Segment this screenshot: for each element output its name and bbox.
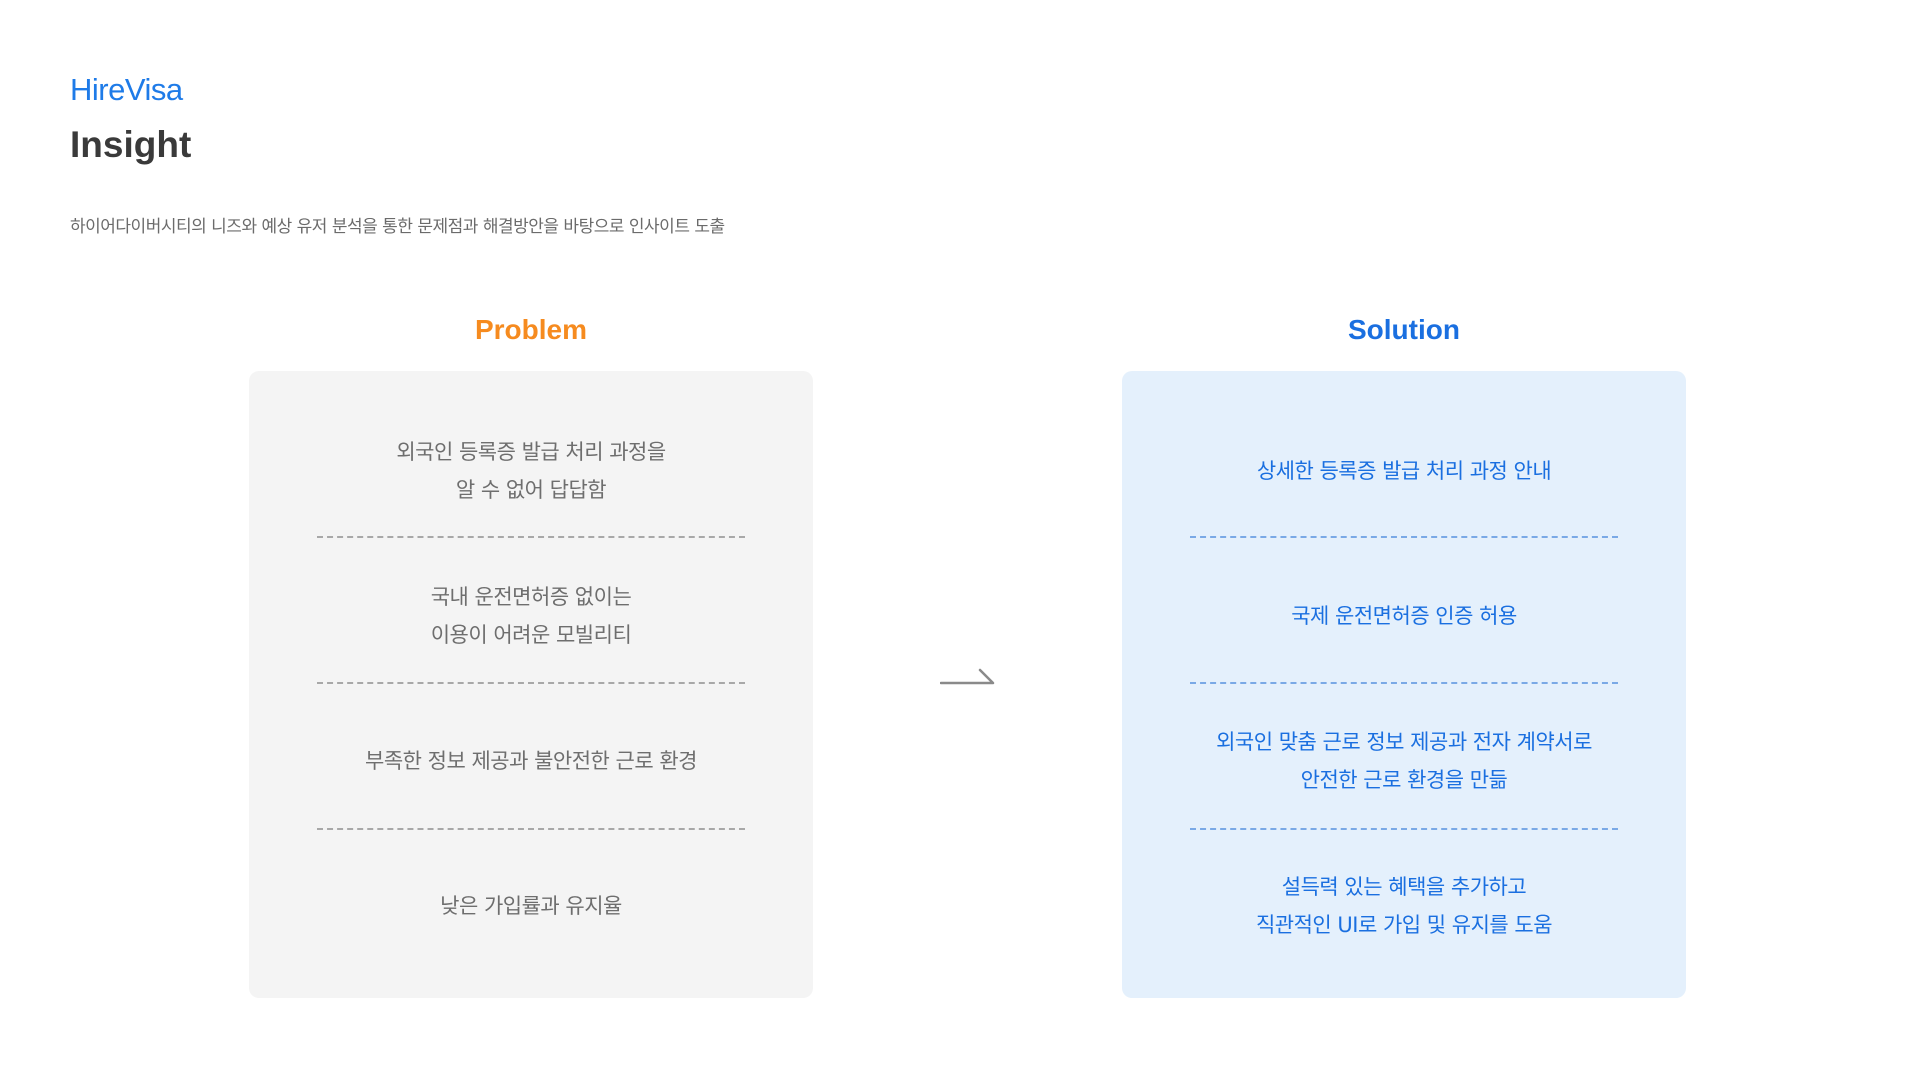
divider (317, 536, 745, 538)
problem-item-text: 낮은 가입률과 유지율 (440, 894, 622, 918)
solution-item-text: 국제 운전면허증 인증 허용 (1291, 604, 1517, 628)
problem-item-registration: 외국인 등록증 발급 처리 과정을 알 수 없어 답답함 (249, 411, 813, 531)
divider (317, 828, 745, 830)
page-subtitle: 하이어다이버시티의 니즈와 예상 유저 분석을 통한 문제점과 해결방안을 바탕… (70, 217, 725, 237)
solution-item-work-info: 외국인 맞춤 근로 정보 제공과 전자 계약서로 안전한 근로 환경을 만듦 (1122, 701, 1686, 821)
solution-item-benefits: 설득력 있는 혜택을 추가하고 직관적인 UI로 가입 및 유지를 도움 (1122, 846, 1686, 966)
solution-item-registration: 상세한 등록증 발급 처리 과정 안내 (1122, 411, 1686, 531)
problem-item-mobility: 국내 운전면허증 없이는 이용이 어려운 모빌리티 (249, 556, 813, 676)
solution-item-text: 외국인 맞춤 근로 정보 제공과 전자 계약서로 (1216, 730, 1592, 754)
solution-item-text: 직관적인 UI로 가입 및 유지를 도움 (1255, 913, 1553, 937)
solution-item-text: 상세한 등록증 발급 처리 과정 안내 (1256, 459, 1552, 483)
divider (1190, 536, 1618, 538)
problem-item-text: 부족한 정보 제공과 불안전한 근로 환경 (365, 749, 698, 773)
problem-item-retention: 낮은 가입률과 유지율 (249, 846, 813, 966)
problem-card: 외국인 등록증 발급 처리 과정을 알 수 없어 답답함 국내 운전면허증 없이… (249, 371, 813, 998)
solution-heading: Solution (1348, 314, 1460, 345)
divider (1190, 682, 1618, 684)
problem-item-text: 알 수 없어 답답함 (455, 478, 607, 502)
page-title: Insight (70, 124, 192, 165)
right-arrow-icon (940, 668, 995, 685)
solution-card: 상세한 등록증 발급 처리 과정 안내 국제 운전면허증 인증 허용 외국인 맞… (1122, 371, 1686, 998)
problem-heading: Problem (474, 314, 588, 345)
hirevisa-logo: HireVisa (70, 72, 183, 107)
divider (317, 682, 745, 684)
problem-item-text: 이용이 어려운 모빌리티 (430, 623, 632, 647)
solution-item-text: 설득력 있는 혜택을 추가하고 (1281, 875, 1527, 899)
problem-item-work-environment: 부족한 정보 제공과 불안전한 근로 환경 (249, 701, 813, 821)
divider (1190, 828, 1618, 830)
problem-item-text: 국내 운전면허증 없이는 (430, 585, 632, 609)
solution-item-text: 안전한 근로 환경을 만듦 (1300, 768, 1508, 792)
problem-item-text: 외국인 등록증 발급 처리 과정을 (396, 440, 666, 464)
solution-item-license: 국제 운전면허증 인증 허용 (1122, 556, 1686, 676)
